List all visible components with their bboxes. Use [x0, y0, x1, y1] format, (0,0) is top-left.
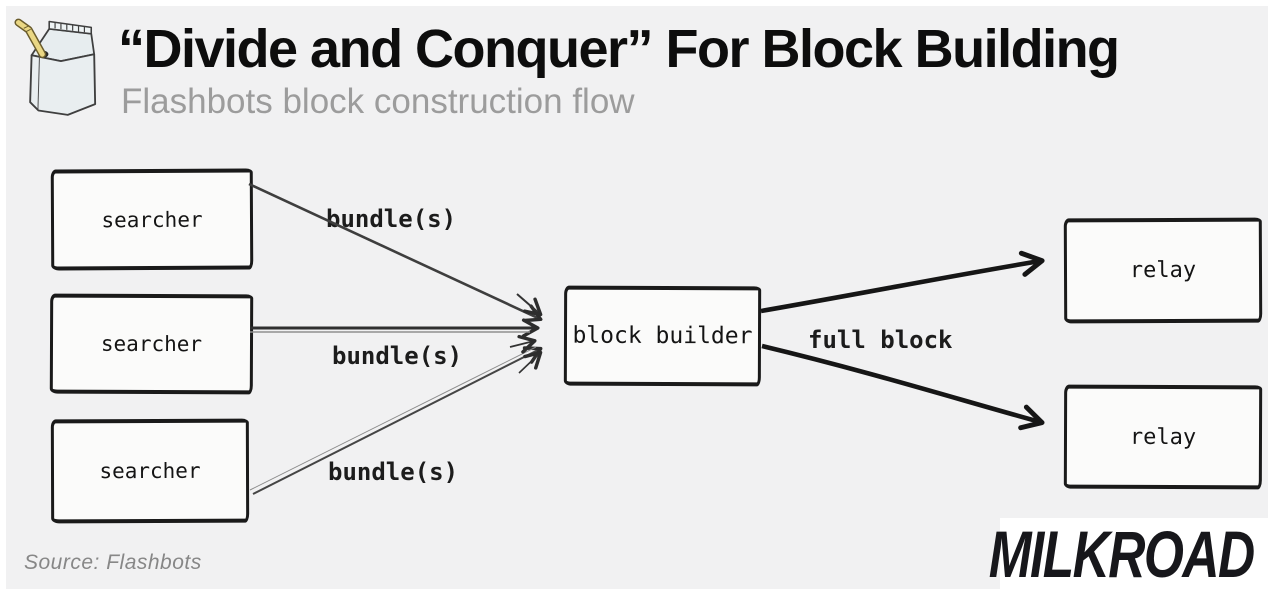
brand-logo: MILKROAD	[989, 517, 1255, 591]
node-searcher-1: searcher	[50, 168, 254, 271]
edge-label-bundles-3: bundle(s)	[328, 458, 459, 486]
carton-seam-ticks	[54, 22, 85, 33]
edge-label-bundles-1: bundle(s)	[326, 205, 457, 233]
node-relay-1-label: relay	[1129, 257, 1197, 284]
node-block-builder-label: block builder	[572, 322, 753, 350]
node-searcher-3: searcher	[50, 418, 250, 524]
straw-ridges	[23, 25, 31, 33]
page-title: “Divide and Conquer” For Block Building	[118, 19, 1120, 79]
edge-label-bundles-2: bundle(s)	[332, 342, 463, 370]
node-relay-2: relay	[1063, 384, 1263, 490]
node-relay-1: relay	[1063, 217, 1263, 324]
source-caption: Source: Flashbots	[24, 551, 202, 574]
node-searcher-2: searcher	[49, 293, 254, 395]
node-searcher-2-label: searcher	[100, 331, 203, 357]
node-searcher-3-label: searcher	[99, 458, 201, 484]
brand-plate	[1000, 518, 1280, 616]
page-subtitle: Flashbots block construction flow	[121, 82, 635, 121]
node-block-builder: block builder	[563, 285, 762, 387]
diagram-canvas: “Divide and Conquer” For Block Building …	[6, 6, 1268, 589]
carton-seam	[48, 20, 93, 35]
carton-fold-line	[37, 57, 40, 110]
carton-body	[29, 53, 97, 116]
milk-carton-icon	[14, 18, 97, 116]
edge-label-full-block: full block	[808, 326, 953, 354]
node-searcher-1-label: searcher	[101, 207, 203, 232]
node-relay-2-label: relay	[1129, 424, 1197, 450]
